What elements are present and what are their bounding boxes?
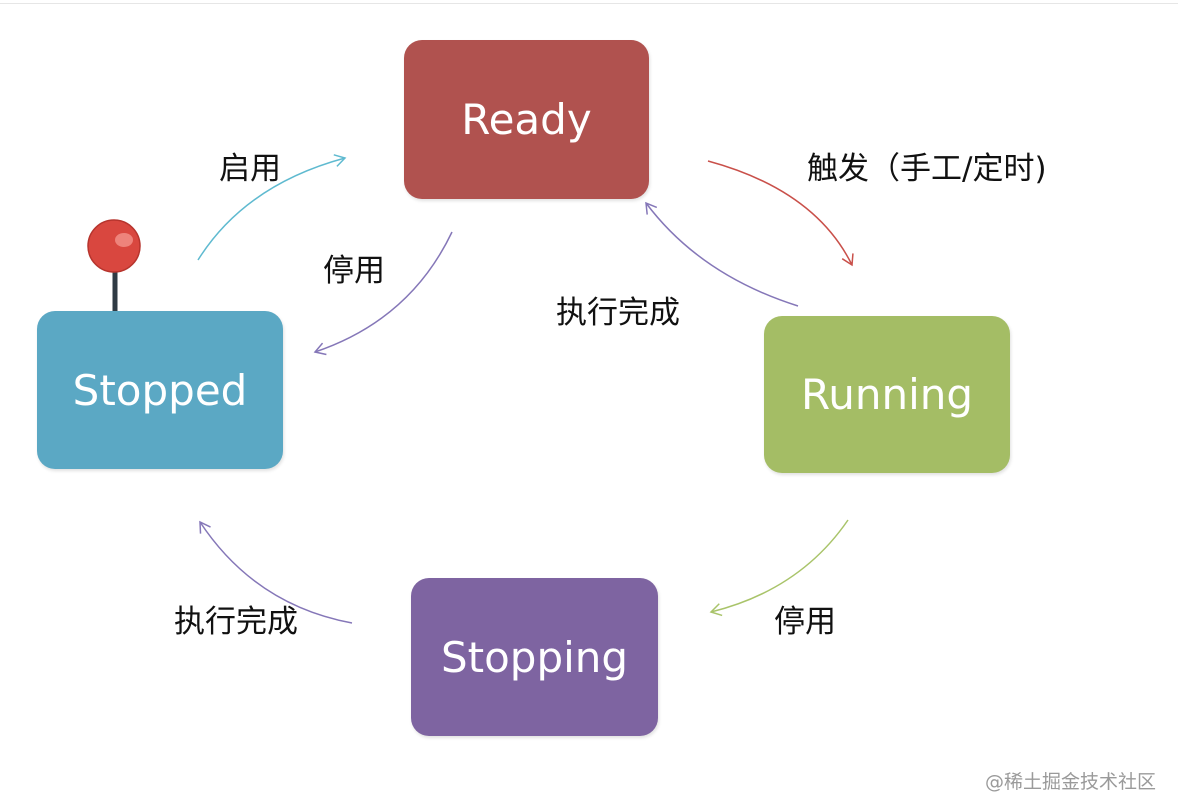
top-divider bbox=[0, 3, 1178, 4]
state-stopping-label: Stopping bbox=[440, 632, 629, 682]
arrow-running-to-ready bbox=[645, 201, 799, 307]
transition-label-complete-stopping: 执行完成 bbox=[174, 604, 298, 640]
state-stopping: Stopping bbox=[411, 578, 658, 736]
arrow-stopped-to-ready bbox=[197, 154, 347, 261]
transition-label-trigger: 触发（手工/定时) bbox=[807, 151, 1047, 187]
arrow-stopping-to-stopped bbox=[199, 520, 353, 624]
transition-label-complete-running: 执行完成 bbox=[556, 295, 680, 331]
transition-label-enable: 启用 bbox=[219, 151, 281, 187]
state-ready-label: Ready bbox=[461, 95, 592, 144]
state-running-label: Running bbox=[800, 370, 974, 419]
transition-label-disable-ready: 停用 bbox=[323, 253, 385, 289]
state-running: Running bbox=[764, 316, 1010, 473]
arrow-ready-to-running bbox=[707, 160, 854, 267]
transition-label-disable-running: 停用 bbox=[774, 604, 836, 640]
watermark: @稀土掘金技术社区 bbox=[984, 771, 1156, 793]
arrow-ready-to-stopped bbox=[313, 231, 453, 356]
arrow-running-to-stopping bbox=[709, 519, 849, 617]
state-stopped-label: Stopped bbox=[72, 365, 248, 415]
pin-icon bbox=[87, 219, 141, 314]
pin-ball bbox=[88, 220, 140, 272]
state-stopped: Stopped bbox=[37, 311, 283, 469]
state-ready: Ready bbox=[404, 40, 649, 199]
